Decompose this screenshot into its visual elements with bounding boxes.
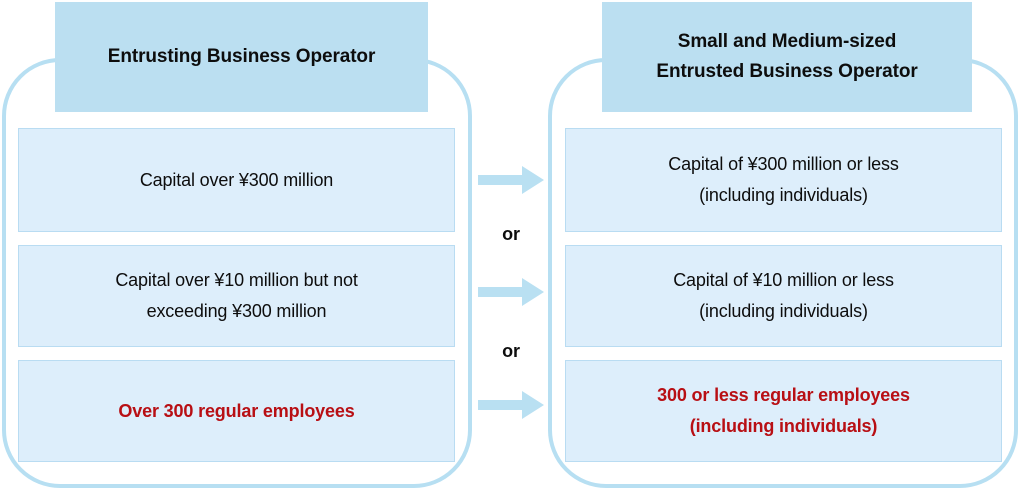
or-label-between-row-2-and-3: or: [502, 341, 520, 361]
entrusted-condition-capital-300m-or-less: Capital of ¥300 million or less (includi…: [565, 128, 1002, 232]
arrow-right-icon: [478, 278, 544, 306]
condition-text-line: Capital of ¥10 million or less: [673, 270, 894, 290]
condition-text-line: Over 300 regular employees: [118, 400, 355, 421]
entrusted-condition-300-or-less-employees: 300 or less regular employees (including…: [565, 360, 1002, 462]
condition-text-line: Capital over ¥300 million: [139, 169, 334, 190]
condition-text-line: Capital over ¥10 million but not: [115, 270, 358, 290]
condition-text-line: 300 or less regular employees: [657, 385, 910, 405]
entrusted-operator-header-line-1: Small and Medium-sized: [677, 31, 897, 52]
entrusting-operator-header: Entrusting Business Operator: [55, 2, 428, 112]
entrusting-condition-capital-10m-to-300m: Capital over ¥10 million but not exceedi…: [18, 245, 455, 347]
arrow-right-icon: [478, 391, 544, 419]
entrusting-operator-header-label: Entrusting Business Operator: [107, 46, 376, 67]
entrusted-operator-header-line-2: Entrusted Business Operator: [656, 61, 918, 82]
condition-text-line: exceeding ¥300 million: [146, 301, 327, 321]
arrow-right-icon: [478, 166, 544, 194]
condition-text-line: (including individuals): [699, 185, 868, 205]
condition-text-line: Capital of ¥300 million or less: [668, 154, 899, 174]
entrusting-condition-capital-over-300m: Capital over ¥300 million: [18, 128, 455, 232]
condition-text-line: (including individuals): [689, 416, 878, 436]
or-label-between-row-1-and-2: or: [502, 224, 520, 244]
entrusted-operator-header: Small and Medium-sized Entrusted Busines…: [602, 2, 972, 112]
condition-text-line: (including individuals): [699, 301, 868, 321]
entrusting-condition-over-300-employees: Over 300 regular employees: [18, 360, 455, 462]
entrusted-condition-capital-10m-or-less: Capital of ¥10 million or less (includin…: [565, 245, 1002, 347]
